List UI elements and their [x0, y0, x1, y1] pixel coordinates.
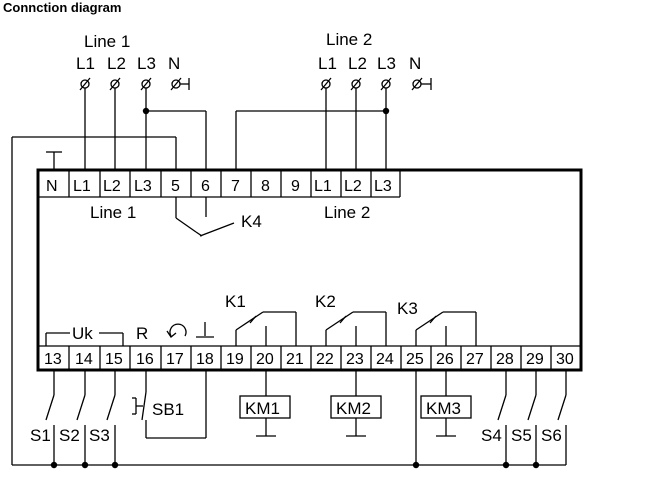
bottom-terminal-26: 26 [436, 351, 454, 368]
line2-l2-label: L2 [348, 54, 367, 73]
contactor-km1-label: KM1 [245, 399, 280, 418]
switch-s3-label: S3 [89, 426, 110, 445]
k1-label: K1 [225, 292, 246, 311]
bottom-terminal-17: 17 [166, 351, 184, 368]
bottom-terminal-18: 18 [196, 351, 214, 368]
bottom-terminal-16: 16 [136, 351, 154, 368]
line1-l2-label: L2 [107, 54, 126, 73]
bottom-terminal-22: 22 [316, 351, 334, 368]
top-terminal-n: N [46, 178, 58, 195]
top-terminal-l1-line2: L1 [314, 178, 332, 195]
bottom-terminal-14: 14 [75, 351, 93, 368]
switch-s6-label: S6 [541, 426, 562, 445]
top-terminal-l3: L3 [134, 178, 152, 195]
contactor-km1 [239, 370, 291, 437]
top-terminal-9: 9 [291, 178, 300, 195]
contactor-km2 [330, 370, 382, 437]
line1-terminal-symbols [79, 77, 190, 91]
device-line1-label: Line 1 [90, 203, 136, 222]
ground-icon [196, 322, 214, 338]
bottom-terminal-30: 30 [556, 351, 574, 368]
top-terminal-8: 8 [261, 178, 270, 195]
switches-s1-s3 [45, 370, 116, 465]
bottom-terminal-21: 21 [286, 351, 304, 368]
k2-contact [325, 311, 387, 346]
pushbutton-sb1 [132, 370, 207, 439]
switch-s5-label: S5 [511, 426, 532, 445]
bottom-terminal-15: 15 [105, 351, 123, 368]
line2-terminal-symbols [320, 77, 432, 91]
k4-label: K4 [241, 212, 262, 231]
top-terminal-l2: L2 [103, 178, 121, 195]
uk-label: Uk [72, 324, 93, 343]
bottom-terminal-13: 13 [44, 351, 62, 368]
line2-l1-label: L1 [318, 54, 337, 73]
line1-l1-label: L1 [76, 54, 95, 73]
k4-contact [175, 197, 235, 237]
bottom-terminal-24: 24 [376, 351, 394, 368]
k2-label: K2 [315, 292, 336, 311]
line1-l3-label: L3 [137, 54, 156, 73]
top-terminal-l2-line2: L2 [344, 178, 362, 195]
switch-s4-label: S4 [481, 426, 502, 445]
top-terminal-7: 7 [231, 178, 240, 195]
top-terminal-l3-line2: L3 [374, 178, 392, 195]
top-terminal-strip [38, 170, 401, 198]
bottom-terminal-28: 28 [496, 351, 514, 368]
line2-n-label: N [409, 54, 421, 73]
line2-supply-label: Line 2 [326, 30, 372, 49]
top-terminal-5: 5 [171, 178, 180, 195]
k3-contact [415, 311, 477, 346]
reset-rotate-icon [166, 323, 187, 338]
k3-label: K3 [397, 299, 418, 318]
contactor-km3 [420, 370, 472, 437]
bottom-terminal-29: 29 [526, 351, 544, 368]
line2-l3-label: L3 [377, 54, 396, 73]
pushbutton-sb1-label: SB1 [152, 400, 184, 419]
device-line2-label: Line 2 [324, 203, 370, 222]
common-bus [12, 461, 566, 469]
r-label: R [136, 324, 148, 343]
top-terminal-l1: L1 [73, 178, 91, 195]
line1-wires [11, 88, 207, 465]
line2-wires [235, 88, 390, 170]
diagram-title: Connction diagram [3, 0, 122, 15]
uk-bracket [45, 332, 124, 346]
bottom-terminal-25: 25 [406, 351, 424, 368]
k1-contact [235, 311, 297, 346]
bottom-terminal-19: 19 [226, 351, 244, 368]
bottom-terminal-20: 20 [256, 351, 274, 368]
top-terminal-6: 6 [201, 178, 210, 195]
contactor-km3-label: KM3 [426, 399, 461, 418]
line1-supply-label: Line 1 [84, 32, 130, 51]
switch-s1-label: S1 [30, 426, 51, 445]
bottom-terminal-27: 27 [466, 351, 484, 368]
device-housing [36, 168, 583, 372]
line1-n-label: N [168, 54, 180, 73]
bottom-terminal-23: 23 [346, 351, 364, 368]
contactor-km2-label: KM2 [336, 399, 371, 418]
switch-s2-label: S2 [59, 426, 80, 445]
switches-s4-s6 [497, 370, 567, 465]
bottom-terminal-strip [38, 345, 581, 370]
